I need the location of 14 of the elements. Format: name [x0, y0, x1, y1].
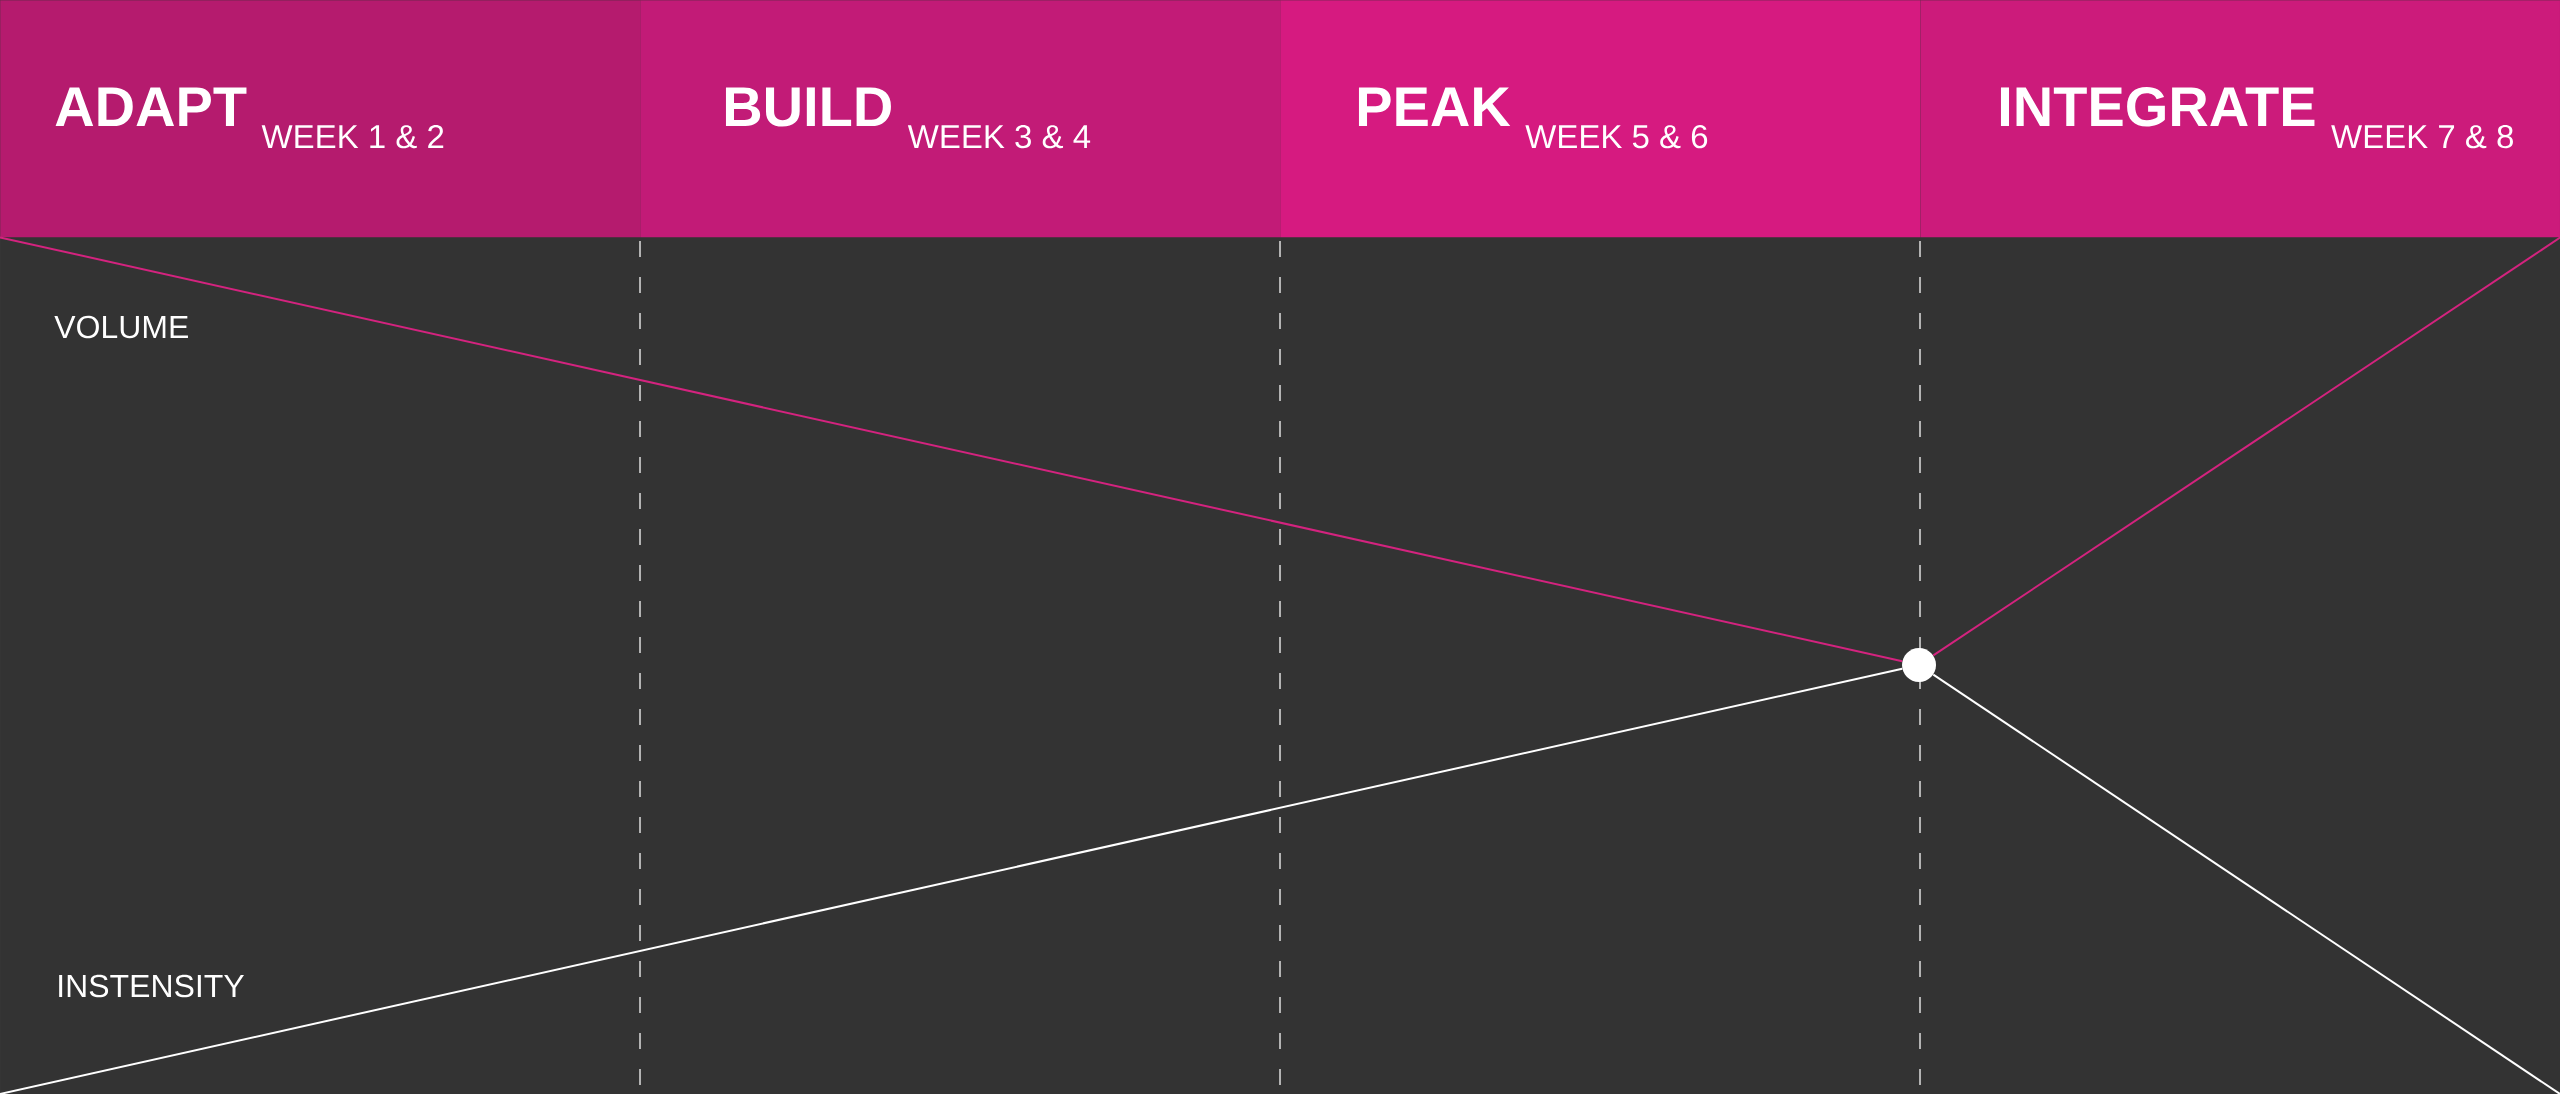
week-label: WEEK 7 & 8 — [2331, 124, 2513, 149]
line-label: VOLUME — [54, 315, 188, 339]
week-label: WEEK 5 & 6 — [1525, 124, 1708, 149]
phase-title: PEAK — [1358, 87, 1511, 126]
trend-line — [1932, 673, 2560, 1094]
week-label: WEEK 3 & 4 — [907, 124, 1091, 149]
week-label: WEEK 1 & 2 — [261, 124, 444, 149]
phase-title: BUILD — [725, 87, 891, 127]
trend-line — [1932, 236, 2560, 657]
marker-dot — [1902, 648, 1936, 682]
line-label: INSTENSITY — [59, 974, 244, 998]
phase-title: ADAPT — [55, 87, 247, 126]
trend-line — [0, 667, 1904, 1094]
phase-title: INTEGRATE — [2000, 86, 2315, 127]
